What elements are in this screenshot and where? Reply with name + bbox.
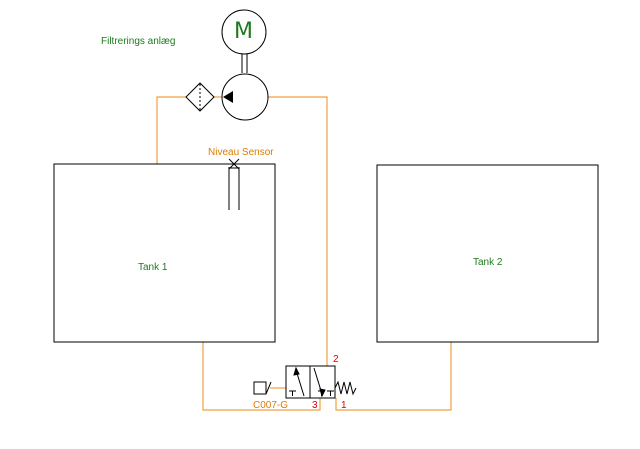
pipe-network: [156, 96, 452, 411]
level-sensor: [224, 158, 244, 210]
valve-spring: [334, 380, 357, 396]
sensor-label: Niveau Sensor: [208, 147, 274, 158]
port-2-label: 2: [333, 354, 339, 365]
tank-2-label: Tank 2: [473, 257, 503, 268]
pipe-tank1-to-valve: [202, 342, 321, 411]
directional-valve: [253, 365, 357, 399]
pipe-pump-to-valve: [268, 96, 328, 366]
valve-flow-arrows: [293, 366, 326, 398]
tank-1-label: Tank 1: [138, 262, 168, 273]
pump-circle: [221, 73, 269, 121]
tank-2: [376, 164, 599, 343]
valve-code: C007-G: [253, 400, 289, 411]
sensor-cross-b: [228, 158, 240, 170]
pump-direction-triangle: [223, 91, 233, 103]
pipe-filter-to-tank1: [156, 96, 186, 164]
pipe-valve-to-tank2: [335, 342, 452, 411]
motor: [221, 9, 267, 73]
valve-solenoid-slash: [265, 381, 272, 395]
valve-solenoid: [253, 381, 267, 395]
pump: [221, 73, 269, 121]
port-1-label: 1: [341, 400, 347, 411]
filter: [185, 82, 215, 112]
port-3-label: 3: [312, 400, 318, 411]
system-title: Filtrerings anlæg: [101, 36, 176, 47]
tank-1: [53, 163, 276, 343]
motor-circle: [221, 9, 267, 55]
motor-symbol: M: [234, 19, 253, 44]
